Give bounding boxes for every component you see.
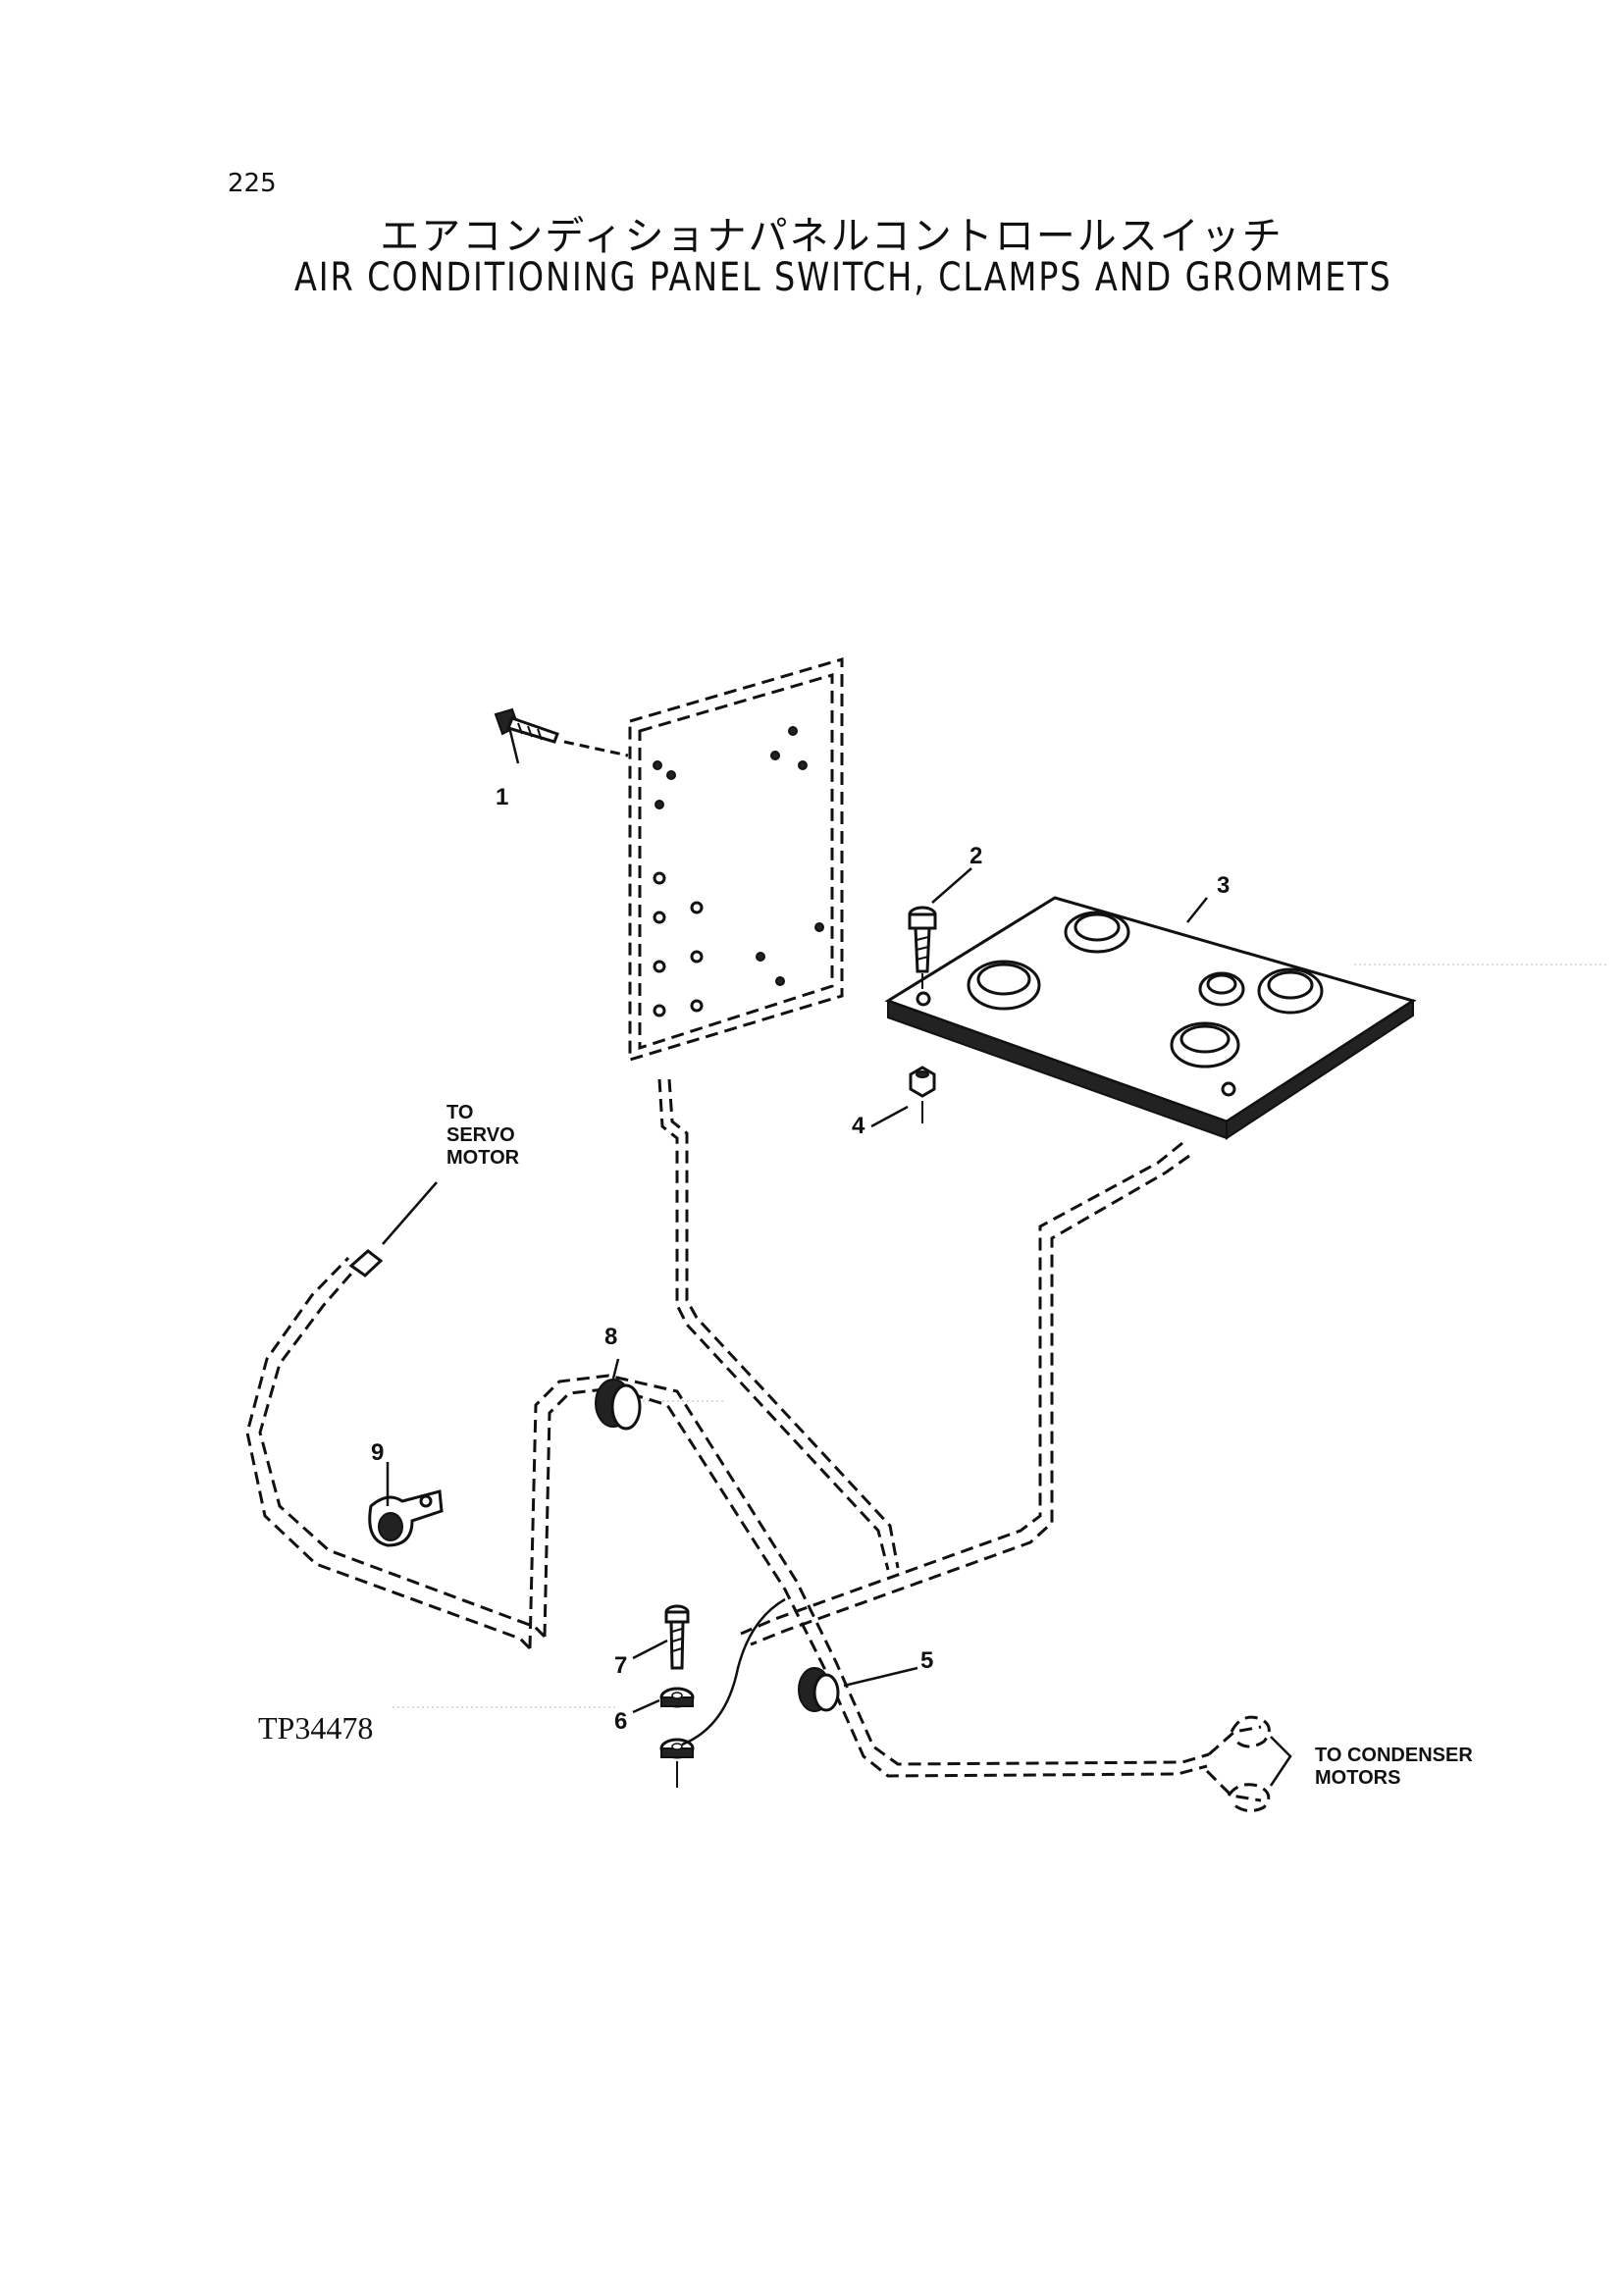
bolt-part-2 <box>908 906 937 989</box>
wire-harness <box>245 1078 1271 1812</box>
title-japanese: エアコンディショナパネルコントロールスイッチ <box>380 214 1283 259</box>
control-panel-part-3 <box>884 896 1417 1140</box>
servo-connector <box>348 1249 384 1277</box>
callout-4: 4 <box>852 1113 865 1139</box>
screw-part-1 <box>494 707 629 757</box>
callout-6: 6 <box>614 1708 627 1735</box>
note-condenser-line1: TO CONDENSER <box>1315 1745 1473 1766</box>
callout-3: 3 <box>1217 872 1230 899</box>
lock-washer <box>659 1738 695 1788</box>
callout-2: 2 <box>969 843 982 869</box>
title-english: AIR CONDITIONING PANEL SWITCH, CLAMPS AN… <box>294 255 1392 300</box>
bolt-part-7 <box>664 1604 690 1670</box>
leader-lines <box>382 730 1292 1787</box>
callout-5: 5 <box>920 1647 933 1674</box>
note-servo-line3: MOTOR <box>446 1147 520 1169</box>
page-number: 225 <box>228 169 277 198</box>
callout-1: 1 <box>496 784 508 810</box>
ground-wire <box>681 1597 786 1747</box>
mounting-plate <box>628 657 844 1063</box>
callout-8: 8 <box>604 1324 617 1350</box>
washer-part-6 <box>659 1687 695 1708</box>
note-servo-line2: SERVO <box>446 1124 515 1146</box>
drawing-id: TP34478 <box>258 1710 373 1746</box>
note-servo-line1: TO <box>446 1102 473 1123</box>
nut-part-4 <box>909 1066 936 1123</box>
callout-7: 7 <box>614 1652 627 1679</box>
grommet-part-8 <box>595 1358 642 1431</box>
clamp-part-9 <box>368 1489 444 1547</box>
note-condenser-line2: MOTORS <box>1315 1767 1400 1789</box>
callout-9: 9 <box>371 1439 384 1466</box>
grommet-part-5 <box>798 1667 840 1712</box>
